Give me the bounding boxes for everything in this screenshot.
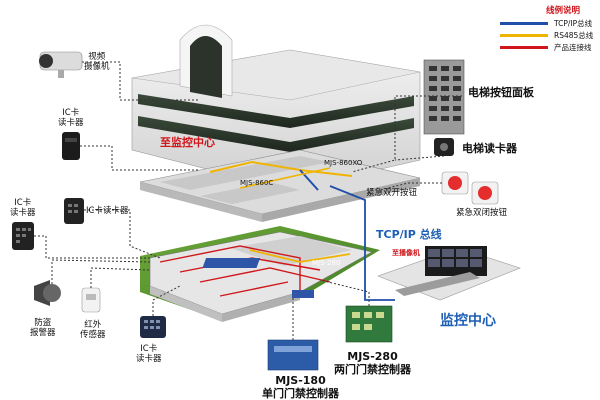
middle-floor (139, 149, 421, 222)
legend-swatch-rs485 (500, 34, 548, 37)
office-building (131, 24, 421, 191)
legend-swatch-tcpip (500, 22, 548, 25)
monitor-center-label: 监控中心 (440, 313, 496, 329)
infrared-sensor-icon (81, 287, 101, 313)
video-camera-icon (39, 51, 83, 78)
ic-reader-top-label: IC卡 读卡器 (58, 108, 84, 128)
legend-item-product: 产品连接线 (500, 42, 598, 52)
ic-card-reader-left-icon (12, 222, 34, 250)
legend-swatch-product (500, 46, 548, 49)
infrared-label: 红外 传感器 (80, 320, 106, 340)
mjs-860xo-label: MJS-860XO (324, 159, 363, 167)
legend-title: 线例说明 (546, 6, 581, 16)
elevator-reader-label: 电梯读卡器 (462, 142, 517, 155)
monitoring-center (377, 246, 521, 301)
ic-card-reader-mid-icon (64, 198, 84, 224)
connector-lines (34, 61, 462, 340)
to-video-matrix-label: 至播像机 (392, 249, 420, 257)
ic-card-reader-bottom-icon (140, 316, 166, 338)
emergency-open-label: 紧急双开按钮 (366, 188, 418, 198)
elevator-panel-label: 电梯按钮面板 (468, 86, 534, 99)
emergency-open-button-icon (441, 171, 469, 195)
emergency-close-label: 紧急双闭按钮 (456, 208, 508, 218)
elevator-reader-icon (434, 138, 454, 156)
legend-item-rs485: RS485总线 (500, 30, 598, 40)
legend-label: 产品连接线 (554, 43, 592, 52)
elevator-panel-icon (423, 59, 465, 135)
ic-reader-left-label: IC卡 读卡器 (10, 198, 36, 218)
mjs-280-controller-icon (345, 305, 393, 343)
alarm-label: 防盗 报警器 (30, 318, 56, 338)
tcpip-bus-label: TCP/IP 总线 (376, 228, 442, 241)
legend-item-tcpip: TCP/IP总线 (500, 18, 598, 28)
mjs-280-label: MJS-280 两门门禁控制器 (334, 350, 411, 376)
mjs-280-small-label: MJS-280 (312, 259, 341, 267)
ic-reader-bottom-label: IC卡 读卡器 (136, 344, 162, 364)
legend: 线例说明 TCP/IP总线 RS485总线 产品连接线 (500, 4, 598, 58)
alarm-speaker-icon (34, 280, 61, 306)
mjs-860c-label: MJS-860C (240, 179, 274, 187)
to-monitor-center-label: 至监控中心 (160, 136, 215, 149)
emergency-close-button-icon (471, 181, 499, 205)
mjs-180-label: MJS-180 单门门禁控制器 (262, 374, 339, 400)
legend-label: TCP/IP总线 (554, 19, 593, 28)
ic-reader-mid-label: IC卡读卡器 (86, 206, 129, 216)
video-camera-label: 视频 摄像机 (84, 52, 110, 72)
ic-card-reader-icon (62, 132, 80, 160)
lower-floor (140, 226, 380, 322)
mjs-180-controller-icon (267, 339, 319, 371)
legend-label: RS485总线 (554, 31, 594, 40)
